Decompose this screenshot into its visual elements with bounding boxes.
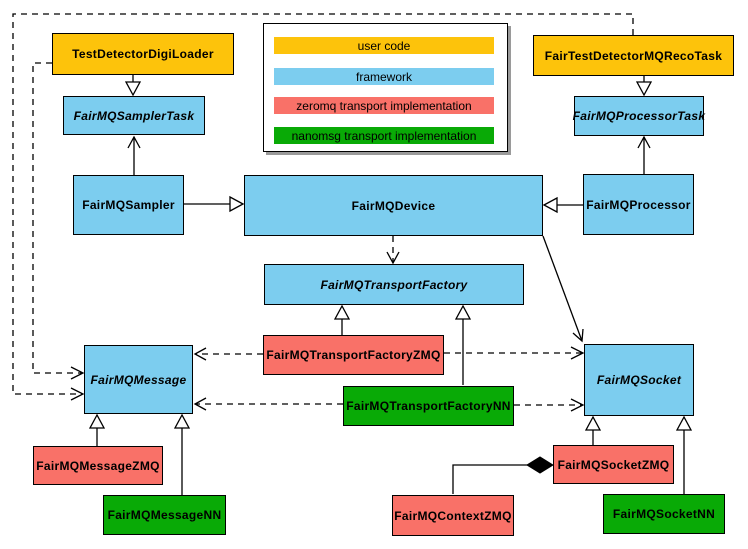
- edge-inheritance-digiloader-samplertask: [124, 75, 142, 97]
- legend-item-framework: framework: [274, 68, 494, 85]
- edge-dependency-factorynn-socket: [514, 398, 585, 412]
- node-fairmq-context-zmq: FairMQContextZMQ: [392, 495, 514, 536]
- node-fairmq-processor-task: FairMQProcessorTask: [573, 96, 705, 136]
- edge-dependency-factoryzmq-socket: [444, 346, 585, 360]
- legend: user code framework zeromq transport imp…: [263, 23, 508, 152]
- node-fairmq-socket: FairMQSocket: [584, 344, 694, 416]
- node-fairmq-socket-nn: FairMQSocketNN: [603, 494, 725, 534]
- node-fairmq-sampler-task: FairMQSamplerTask: [63, 96, 205, 135]
- edge-association-sampler-samplertask: [127, 135, 141, 175]
- node-fairmq-transport-factory-nn: FairMQTransportFactoryNN: [343, 386, 514, 426]
- edge-dependency-recotask-message: [12, 13, 634, 401]
- edge-inheritance-messagenn-message: [173, 413, 191, 495]
- edge-dependency-factorynn-message: [193, 397, 343, 411]
- legend-item-user-code: user code: [274, 37, 494, 54]
- node-fairmq-message-zmq: FairMQMessageZMQ: [33, 446, 163, 485]
- node-test-detector-digi-loader: TestDetectorDigiLoader: [52, 33, 234, 75]
- edge-inheritance-sampler-device: [184, 195, 245, 213]
- node-fair-test-detector-mq-reco-task: FairTestDetectorMQRecoTask: [533, 35, 734, 76]
- node-fairmq-device: FairMQDevice: [244, 175, 543, 236]
- legend-label: user code: [357, 38, 411, 53]
- node-fairmq-message-nn: FairMQMessageNN: [103, 495, 226, 535]
- edge-inheritance-socketzmq-socket: [584, 415, 602, 445]
- legend-label: nanomsg transport implementation: [291, 128, 477, 143]
- legend-label: framework: [355, 69, 412, 84]
- edge-inheritance-processor-device: [542, 196, 583, 214]
- node-fairmq-transport-factory: FairMQTransportFactory: [264, 264, 524, 305]
- legend-item-zeromq: zeromq transport implementation: [274, 97, 494, 114]
- node-fairmq-socket-zmq: FairMQSocketZMQ: [553, 445, 674, 484]
- edge-association-device-socket: [542, 235, 584, 343]
- edge-dependency-factoryzmq-message: [193, 347, 263, 361]
- edge-inheritance-recotask-processortask: [635, 76, 653, 97]
- edge-inheritance-socketnn-socket: [675, 415, 693, 494]
- edge-inheritance-messagezmq-message: [88, 413, 106, 446]
- edge-association-processor-processortask: [637, 135, 651, 174]
- edge-dependency-device-transportfactory: [386, 236, 400, 265]
- node-fairmq-processor: FairMQProcessor: [583, 174, 694, 235]
- edge-composition-contextzmq-socketzmq: [452, 456, 554, 494]
- legend-item-nanomsg: nanomsg transport implementation: [274, 127, 494, 144]
- node-fairmq-sampler: FairMQSampler: [73, 175, 184, 235]
- legend-label: zeromq transport implementation: [296, 98, 472, 113]
- node-fairmq-transport-factory-zmq: FairMQTransportFactoryZMQ: [263, 335, 444, 375]
- edge-inheritance-factorynn-factory: [454, 304, 472, 385]
- edge-dependency-digiloader-message: [32, 62, 85, 380]
- edge-inheritance-factoryzmq-factory: [333, 304, 351, 335]
- node-fairmq-message: FairMQMessage: [84, 345, 193, 414]
